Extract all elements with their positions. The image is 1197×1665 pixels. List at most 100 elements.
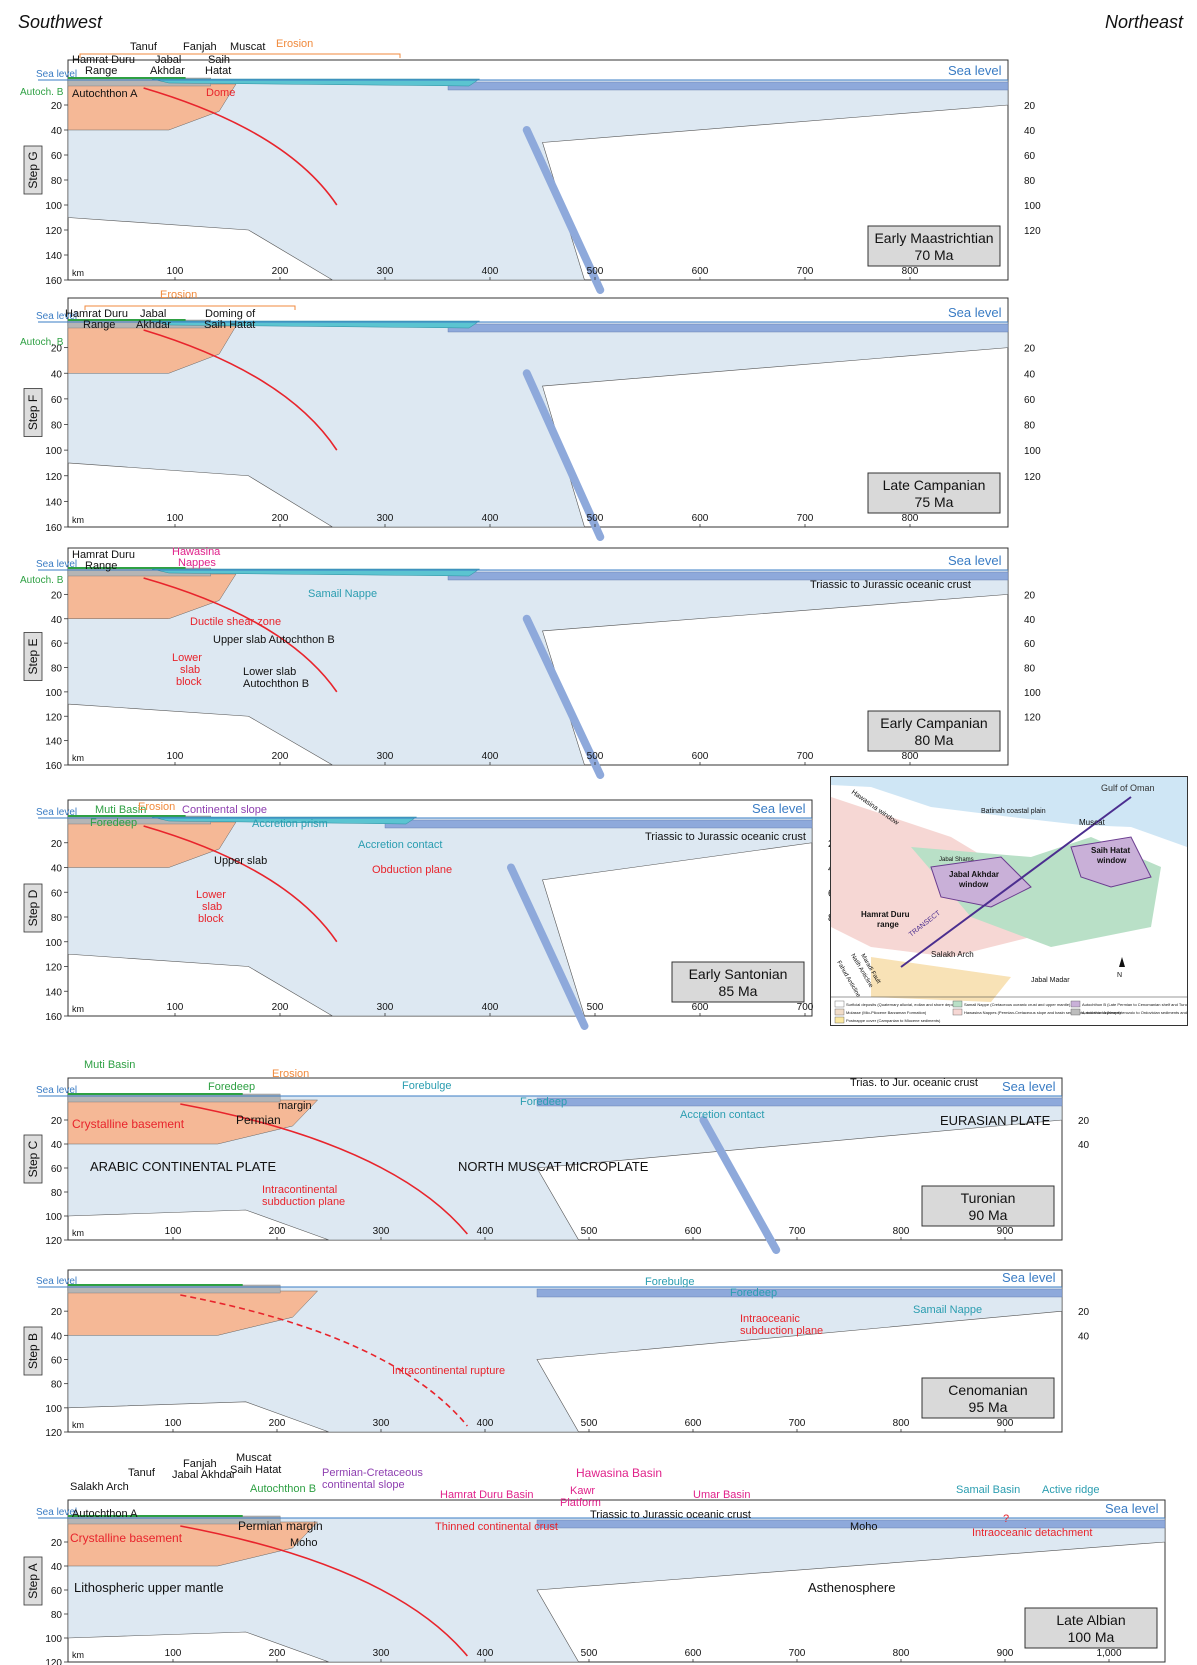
subducting-slab <box>522 614 605 779</box>
text-label: Doming of <box>205 308 256 320</box>
subducting-slab <box>522 126 605 294</box>
x-tick-label: 800 <box>902 266 919 277</box>
age-label: Late Albian <box>1056 1612 1125 1628</box>
step-label: Step D <box>23 883 43 933</box>
right-y-tick-label: 60 <box>1024 395 1036 406</box>
text-label: Permian <box>236 1113 281 1127</box>
x-tick-label: 600 <box>685 1226 702 1237</box>
x-tick-label: 800 <box>893 1226 910 1237</box>
text-label: ? <box>1003 1513 1009 1525</box>
y-tick-label: 160 <box>45 523 62 534</box>
samail-nappe <box>151 816 418 825</box>
x-tick-label: 700 <box>789 1418 806 1429</box>
text-label: Thinned continental crust <box>435 1521 558 1533</box>
right-y-tick-label: 20 <box>1078 1307 1090 1318</box>
text-label: Saih Hatat <box>230 1464 281 1476</box>
step-label-box <box>23 1134 43 1184</box>
right-y-tick-label: 120 <box>1024 472 1041 483</box>
y-tick-label: 20 <box>51 590 63 601</box>
x-tick-label: 600 <box>685 1648 702 1659</box>
x-tick-label: 700 <box>797 266 814 277</box>
muscat-label: Muscat <box>1079 818 1106 827</box>
legend-swatch <box>952 1008 963 1016</box>
sea-level-label-right: Sea level <box>752 801 806 816</box>
legend-entry: Surficial deposits (Quaternary alluvial,… <box>846 1002 962 1007</box>
x-tick-label: 700 <box>797 1002 814 1013</box>
text-label: Foredeep <box>520 1096 567 1108</box>
text-label: Hamrat Duru Basin <box>440 1489 534 1501</box>
x-tick-label: 900 <box>997 1226 1014 1237</box>
y-tick-label: 40 <box>51 1331 63 1342</box>
text-label: Obduction plane <box>372 864 452 876</box>
y-tick-label: 100 <box>45 938 62 949</box>
step-label-text: Step B <box>26 1333 40 1369</box>
sea-level-label-left: Sea level <box>36 559 77 570</box>
text-label: Active ridge <box>1042 1484 1099 1496</box>
right-y-tick-label: 80 <box>1024 421 1036 432</box>
x-tick-label: 500 <box>581 1648 598 1659</box>
x-tick-label: 200 <box>269 1226 286 1237</box>
y-tick-label: 20 <box>51 839 63 850</box>
text-label: Range <box>85 65 117 77</box>
text-label: Intracontinental rupture <box>392 1365 505 1377</box>
text-label: Hawasina <box>172 546 221 558</box>
legend-swatch <box>834 1000 845 1008</box>
text-label: Crystalline basement <box>70 1531 183 1545</box>
age-box <box>867 472 1001 514</box>
oceanic-crust <box>536 1519 1166 1529</box>
sea-level-label-right: Sea level <box>948 305 1002 320</box>
y-tick-label: 120 <box>45 1658 62 1665</box>
text-label: Erosion <box>138 801 175 813</box>
text-label: block <box>176 676 202 688</box>
subducting-slab <box>507 863 589 1030</box>
right-y-tick-label: 20 <box>1024 101 1036 112</box>
jabal-akhdar-window <box>930 856 1032 908</box>
step-label: Step A <box>23 1556 43 1606</box>
y-tick-label: 100 <box>45 688 62 699</box>
x-tick-label: 400 <box>477 1226 494 1237</box>
right-y-tick-label: 100 <box>1024 688 1041 699</box>
text-label: Erosion <box>276 38 313 50</box>
x-tick-label: 100 <box>167 513 184 524</box>
x-tick-label: 500 <box>587 513 604 524</box>
text-label: Forebulge <box>402 1080 452 1092</box>
text-label: Trias. to Jur. oceanic crust <box>850 1077 978 1089</box>
text-label: Moho <box>850 1521 878 1533</box>
x-tick-label: 800 <box>893 1648 910 1659</box>
text-label: Range <box>85 560 117 572</box>
text-label: Foredeep <box>730 1287 777 1299</box>
right-y-tick-label: 80 <box>1024 176 1036 187</box>
right-y-tick-label: 60 <box>1024 151 1036 162</box>
right-y-tick-label: 20 <box>1024 590 1036 601</box>
text-label: Hamrat Duru <box>65 308 128 320</box>
y-tick-label: 40 <box>51 369 63 380</box>
text-label: Samail Nappe <box>913 1304 982 1316</box>
y-tick-label: 100 <box>45 1212 62 1223</box>
x-tick-label: 600 <box>685 1418 702 1429</box>
text-label: Saih Hatat <box>204 319 255 331</box>
text-label: Lower slab <box>243 666 296 678</box>
text-label: Muscat <box>236 1452 271 1464</box>
legend-swatch <box>952 1000 963 1008</box>
y-tick-label: 60 <box>51 151 63 162</box>
akhdar-window-label: Jabal Akhdar <box>949 870 999 879</box>
madar-label: Jabal Madar <box>1031 977 1070 984</box>
step-label-box <box>23 883 43 933</box>
batinah-label: Batinah coastal plain <box>981 808 1046 815</box>
autochthon-layer <box>67 1093 281 1103</box>
y-tick-label: 120 <box>45 1428 62 1439</box>
right-y-tick-label: 120 <box>1024 712 1041 723</box>
x-tick-label: 100 <box>167 266 184 277</box>
samail-nappe <box>151 320 481 329</box>
text-label: Hatat <box>205 65 231 77</box>
y-tick-label: 40 <box>51 1140 63 1151</box>
text-label: subduction plane <box>740 1325 823 1337</box>
step-label-text: Step G <box>26 151 40 188</box>
y-tick-label: 80 <box>51 1610 63 1621</box>
text-label: Fanjah <box>183 1458 217 1470</box>
north-arrow-icon <box>1119 957 1125 967</box>
text-label: Muti Basin <box>95 804 146 816</box>
saih-hatat-window <box>1070 836 1152 888</box>
